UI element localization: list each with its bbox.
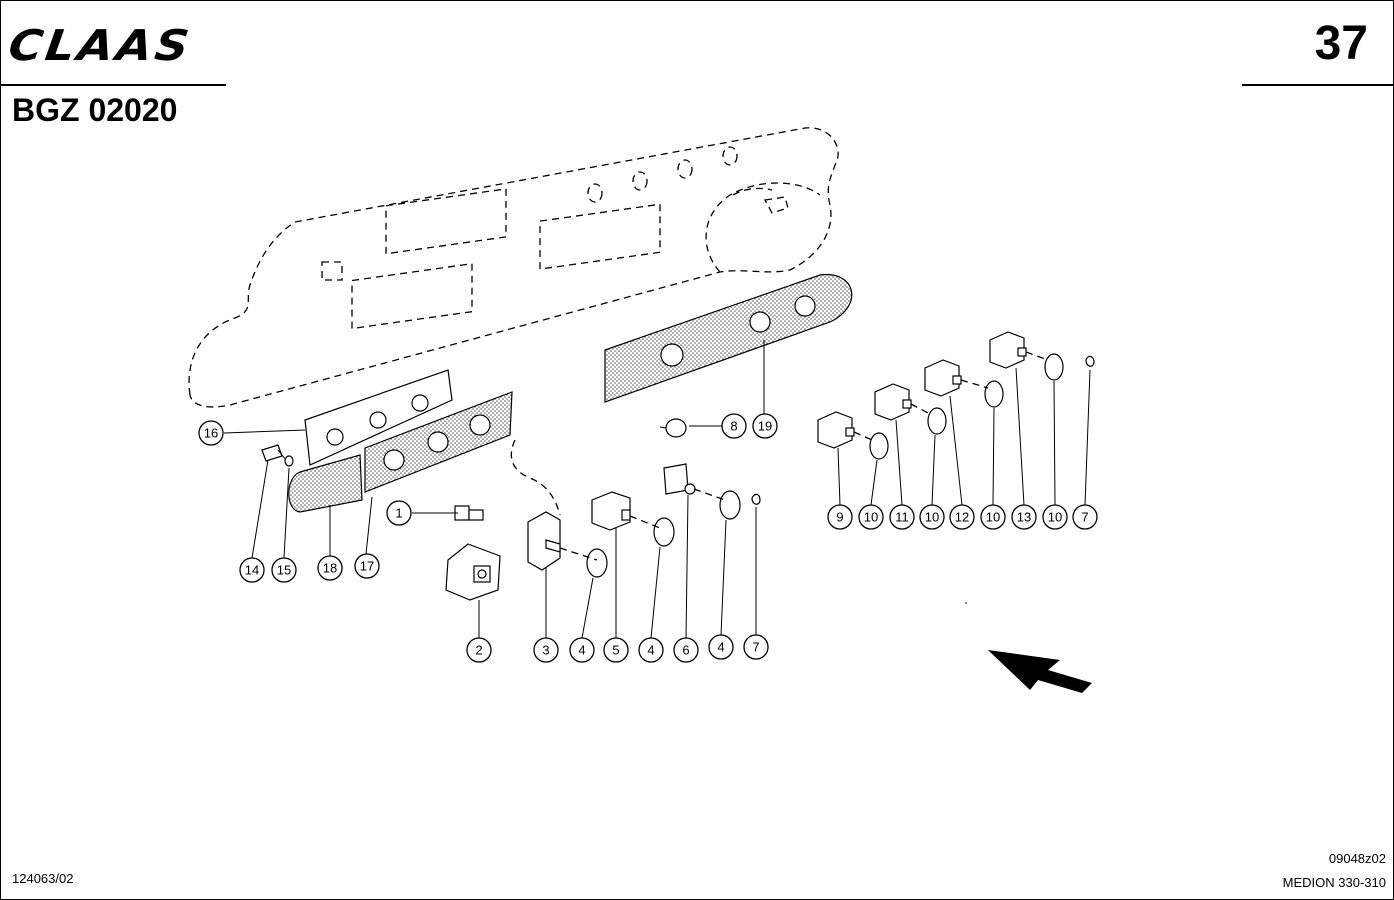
part-7-cap-left (751, 493, 761, 505)
part-5-rotary-switch (591, 491, 631, 531)
part-7-cap-right (1085, 355, 1095, 367)
part-10-knobs (869, 353, 1064, 460)
callout-label: 17 (360, 559, 374, 574)
callout-label: 10 (1048, 510, 1062, 525)
callout-14: 14 (239, 557, 265, 583)
footer-left-code: 124063/02 (12, 871, 74, 886)
callout-18: 18 (317, 555, 343, 581)
header-rule-right (1242, 84, 1394, 86)
callout-label: 6 (682, 643, 689, 658)
callout-10a: 10 (858, 504, 884, 530)
callout-10b: 10 (919, 504, 945, 530)
callout-10d: 10 (1042, 504, 1068, 530)
callout-label: 10 (864, 510, 878, 525)
page-number: 37 (1314, 17, 1368, 70)
part-6-potentiometer (663, 463, 696, 495)
callout-6: 6 (673, 637, 699, 663)
dashboard-outline (188, 127, 839, 408)
callout-16: 16 (198, 420, 224, 446)
callout-label: 4 (578, 643, 585, 658)
callout-4b: 4 (638, 637, 664, 663)
callout-3: 3 (533, 637, 559, 663)
callout-label: 9 (836, 510, 843, 525)
callout-label: 13 (1017, 510, 1031, 525)
callout-19: 19 (752, 413, 778, 439)
callout-9: 9 (827, 504, 853, 530)
callout-label: 3 (542, 643, 549, 658)
part-13-switch (989, 331, 1027, 369)
part-9-switch (817, 411, 855, 449)
part-4-knobs (586, 490, 741, 578)
callout-label: 2 (475, 643, 482, 658)
callout-5: 5 (603, 637, 629, 663)
leader-lines (223, 340, 1091, 639)
callout-label: 12 (955, 510, 969, 525)
header-rule-left (0, 84, 226, 86)
callout-label: 11 (895, 510, 909, 525)
callout-10c: 10 (980, 504, 1006, 530)
callout-label: 10 (925, 510, 939, 525)
part-1-connector (454, 505, 484, 521)
part-3-switch (527, 511, 561, 571)
view-direction-arrow (988, 650, 1092, 693)
part-8-button-cap (659, 418, 687, 438)
part-17-trim-panel (364, 391, 513, 493)
callout-4c: 4 (708, 634, 734, 660)
callout-7b: 7 (1072, 504, 1098, 530)
callout-15: 15 (271, 557, 297, 583)
callout-7a: 7 (743, 634, 769, 660)
callout-13: 13 (1011, 504, 1037, 530)
callout-label: 4 (717, 640, 724, 655)
part-18-trim-cover (288, 454, 363, 513)
callout-12: 12 (949, 504, 975, 530)
callout-2: 2 (466, 637, 492, 663)
part-15-washer (284, 455, 294, 467)
callout-1: 1 (386, 500, 412, 526)
part-2-rocker-switch (445, 543, 501, 601)
footer-model: MEDION 330-310 (1282, 875, 1386, 890)
callout-17: 17 (354, 553, 380, 579)
callout-label: 16 (204, 426, 218, 441)
callout-label: 5 (612, 643, 619, 658)
callout-11: 11 (889, 504, 915, 530)
callout-8: 8 (721, 413, 747, 439)
speck (965, 602, 967, 604)
callout-label: 15 (277, 563, 291, 578)
part-16-instrument-panel (304, 369, 453, 466)
callout-label: 10 (986, 510, 1000, 525)
callout-label: 7 (1081, 510, 1088, 525)
group-code: BGZ 02020 (12, 92, 178, 128)
callout-label: 18 (323, 561, 337, 576)
callout-label: 7 (752, 640, 759, 655)
callout-label: 4 (647, 643, 654, 658)
callout-4a: 4 (569, 637, 595, 663)
callout-label: 1 (395, 506, 402, 521)
part-11-switch (874, 383, 912, 421)
callout-label: 14 (245, 563, 259, 578)
part-12-switch (924, 359, 962, 397)
callout-label: 8 (730, 419, 737, 434)
wiring-loom (510, 439, 561, 516)
callout-label: 19 (758, 419, 772, 434)
part-14-screw (261, 444, 287, 462)
footer-drawing-code: 09048z02 (1328, 851, 1386, 866)
part-19-trim-panel (604, 273, 853, 403)
